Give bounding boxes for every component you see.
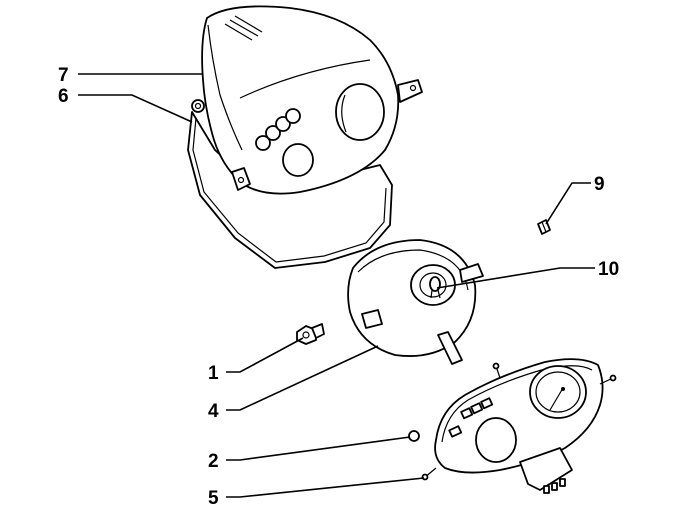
part-9-screw — [537, 219, 551, 235]
callout-5: 5 — [208, 488, 219, 509]
leader-1 — [226, 337, 304, 373]
part-5-instrument-cluster — [421, 358, 617, 494]
leader-6 — [78, 94, 193, 123]
callout-1: 1 — [208, 363, 219, 384]
part-4-housing — [347, 239, 484, 365]
part-7-cover — [191, 5, 423, 195]
leader-10 — [436, 267, 595, 289]
callout-6: 6 — [58, 86, 69, 107]
callout-2: 2 — [208, 451, 219, 472]
callout-4: 4 — [208, 401, 219, 422]
leader-9 — [545, 182, 591, 225]
callout-9: 9 — [594, 174, 605, 195]
leader-2 — [226, 436, 411, 461]
leader-lines — [78, 73, 595, 498]
part-2-ball — [408, 430, 420, 442]
callout-numbers: 7 6 9 10 1 4 2 5 — [58, 65, 619, 509]
callout-7: 7 — [58, 65, 69, 86]
part-1-bolt — [296, 323, 325, 345]
callout-10: 10 — [598, 259, 619, 280]
leader-5 — [226, 477, 425, 498]
leader-4 — [226, 345, 379, 411]
